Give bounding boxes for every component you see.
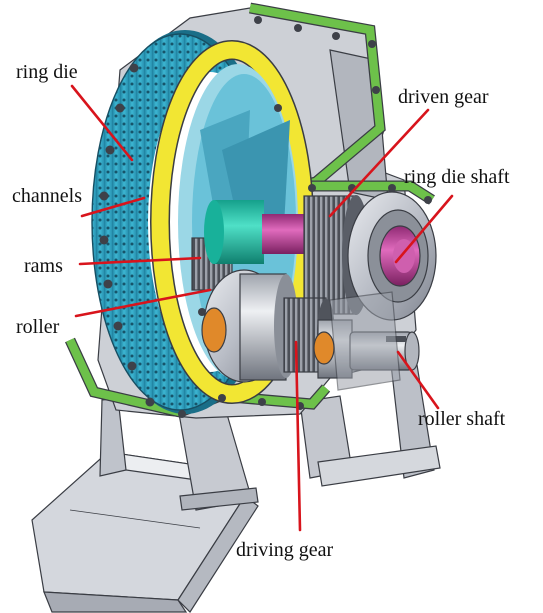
leader-ring-die-shaft [394, 194, 454, 264]
ring-die-shaft-bearing [347, 191, 437, 321]
leader-driven-gear [328, 108, 430, 218]
leader-lines [70, 84, 454, 532]
leader-driving-gear [294, 340, 302, 532]
label-ring-die-shaft: ring die shaft [404, 166, 510, 188]
leader-channels [80, 196, 146, 218]
leader-roller [74, 288, 212, 318]
label-ring-die: ring die [16, 61, 78, 83]
leader-ring-die [70, 84, 134, 162]
ring-die-hub [204, 200, 308, 264]
leader-rams [78, 256, 202, 266]
label-channels: channels [12, 185, 82, 207]
bearing-block [329, 291, 401, 391]
label-rams: rams [24, 255, 63, 277]
leader-roller-shaft [396, 350, 440, 410]
label-roller: roller [16, 316, 60, 338]
roller-disc [201, 307, 227, 353]
label-driven-gear: driven gear [398, 86, 489, 108]
label-driving-gear: driving gear [236, 539, 334, 561]
label-roller-shaft: roller shaft [418, 408, 506, 430]
